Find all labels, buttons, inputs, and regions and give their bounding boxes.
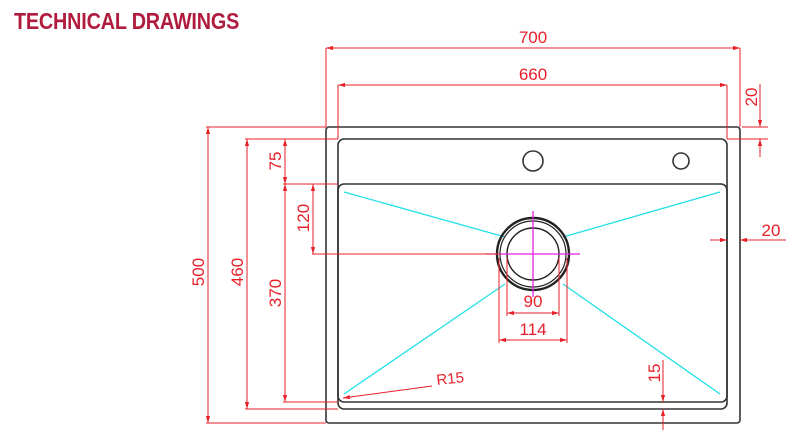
tap-hole-secondary	[672, 152, 690, 170]
dim-overall-width: 700	[519, 28, 547, 47]
dim-overall-depth: 500	[189, 258, 208, 286]
drain-center-lines	[486, 211, 580, 297]
page-title: TECHNICAL DRAWINGS	[14, 8, 240, 34]
dim-deck-depth: 75	[266, 152, 285, 171]
dim-drain-offset: 120	[294, 204, 313, 232]
slope-lines	[343, 191, 721, 395]
dim-drain-outer: 114	[519, 320, 546, 339]
dim-bottom-margin: 15	[645, 364, 664, 383]
bowl	[337, 183, 728, 403]
dim-inner-depth: 460	[228, 258, 247, 286]
dim-side-rim: 20	[762, 221, 781, 240]
tap-hole-main	[522, 150, 544, 172]
outer-frame	[325, 126, 741, 424]
dim-bowl-depth: 370	[266, 279, 285, 307]
dim-top-rim: 20	[742, 88, 761, 107]
dim-bowl-width: 660	[519, 65, 547, 84]
sink-outline	[325, 126, 741, 424]
dim-drain-inner: 90	[524, 292, 543, 311]
dimension-lines	[205, 45, 786, 430]
dim-corner-radius: R15	[436, 369, 465, 389]
tap-holes	[522, 150, 690, 172]
